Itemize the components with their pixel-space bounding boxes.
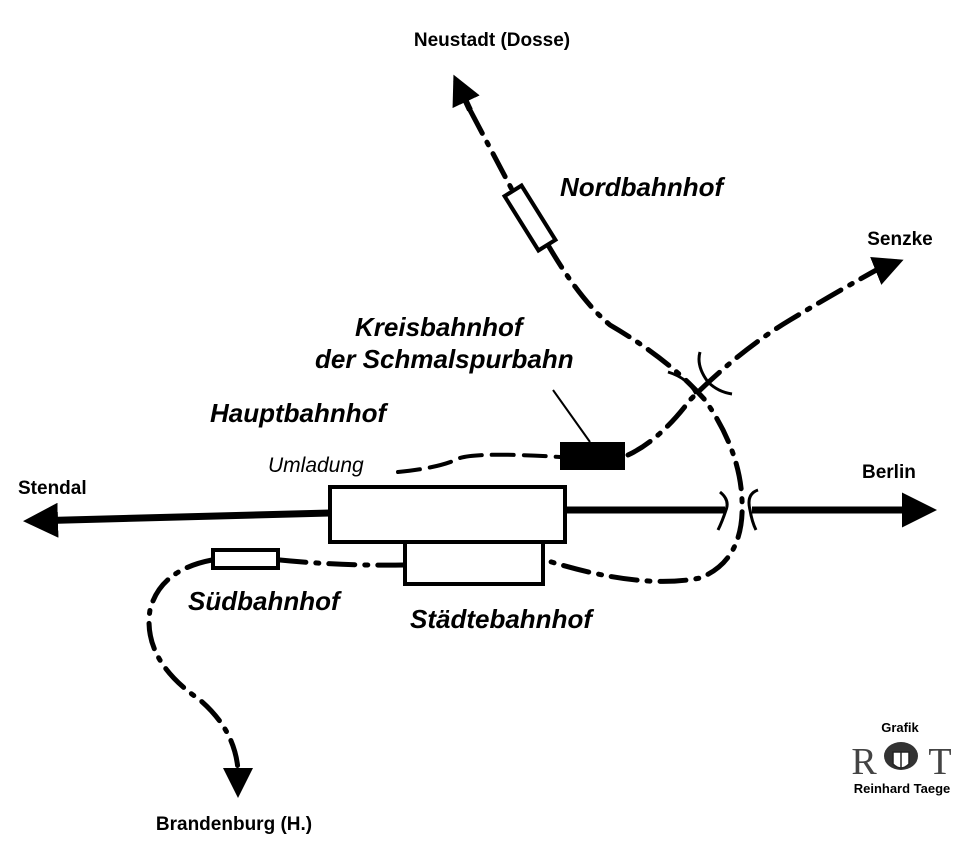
hauptbahnhof-box <box>328 485 567 544</box>
label-neustadt: Neustadt (Dosse) <box>414 30 570 51</box>
nordbahnhof-box <box>501 182 559 254</box>
credit-logo: Grafik R T Reinhard Taege <box>851 720 951 796</box>
bridge-mark <box>716 488 759 531</box>
arrow-senzke <box>870 256 904 285</box>
svg-text:T: T <box>928 741 951 783</box>
line-to-senzke <box>625 265 883 458</box>
label-senzke: Senzke <box>867 229 932 250</box>
suedbahnhof-box <box>211 548 280 570</box>
line-to-stendal <box>23 502 331 538</box>
label-staedtebahnhof: Städtebahnhof <box>410 604 594 634</box>
kreisbahnhof-leader-line <box>552 389 591 443</box>
label-stendal: Stendal <box>18 478 87 499</box>
label-berlin: Berlin <box>862 462 916 483</box>
svg-text:R: R <box>851 741 877 783</box>
label-suedbahnhof: Südbahnhof <box>188 586 342 616</box>
svg-text:Grafik: Grafik <box>881 720 919 735</box>
label-umladung: Umladung <box>268 454 364 477</box>
crossing-mark <box>667 351 733 396</box>
arrow-neustadt <box>452 74 480 112</box>
eagle-crest-icon <box>884 742 918 770</box>
svg-text:Reinhard Taege: Reinhard Taege <box>854 781 951 796</box>
label-kreisbahnhof-1: Kreisbahnhof <box>355 312 525 342</box>
label-kreisbahnhof-2: der Schmalspurbahn <box>315 344 574 374</box>
label-nordbahnhof: Nordbahnhof <box>560 172 726 202</box>
staedtebahnhof-box <box>403 540 545 586</box>
umladung-transfer-line <box>396 452 562 474</box>
kreisbahnhof-box <box>560 442 625 470</box>
label-brandenburg: Brandenburg (H.) <box>156 814 312 835</box>
line-suedbahnhof-staedtebahnhof <box>277 557 408 568</box>
loop-line <box>542 242 745 584</box>
line-to-brandenburg <box>146 557 241 773</box>
label-hauptbahnhof: Hauptbahnhof <box>210 398 389 428</box>
